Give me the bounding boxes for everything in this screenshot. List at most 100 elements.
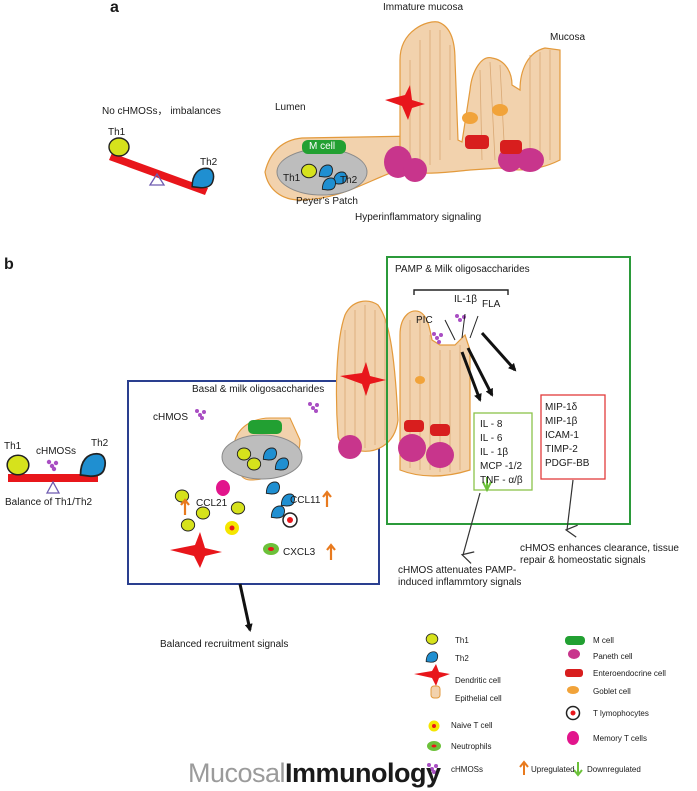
basal-box-title: Basal & milk oligosaccharides [192,384,325,395]
legend-t-lymph-label: T lymophocytes [593,709,649,718]
th2-label: Th2 [200,157,218,168]
pamp-box [386,256,631,525]
outcome-arrows [460,479,578,564]
th2-cell-icon [191,167,215,189]
patch-th1-icon [246,457,262,471]
th1-cell-icon [230,501,246,515]
th2-cell-icon [265,481,280,495]
down-item-3: MCP -1/2 [480,461,523,472]
legend-memory-icon [567,731,579,745]
enteroendocrine-cells-a [465,135,522,154]
paneth-cell [426,442,454,468]
il1b-top-label: IL-1β [454,294,477,305]
legend-enteroendocrine-icon [565,669,583,677]
legend-paneth-label: Paneth cell [593,652,633,661]
mucosa-label: Mucosa [550,32,586,43]
m-cell-shape [302,140,346,154]
journal-logo: MucosalImmunology [188,758,441,789]
intestine-a [264,21,561,201]
legend-up-icon [519,760,529,775]
legend-epithelial-icon [430,685,441,699]
basal-box [127,380,380,585]
legend-chmoss-label: cHMOSs [451,765,483,774]
seesaw-balanced [6,452,107,494]
legend-paneth-icon [568,649,580,659]
pic-label: PIC [416,315,433,326]
legend-dendritic-label: Dendritic cell [455,676,501,685]
down-item-2: IL - 1β [480,447,509,458]
th1-cell-icon [180,518,196,532]
fla-label: FLA [482,299,501,310]
legend-epithelial-label: Epithelial cell [455,694,502,703]
paneth-cell [338,435,362,459]
memory-t-cell-icon [216,480,230,496]
attenuates-line-1: cHMOS attenuates PAMP- [398,565,517,576]
chmos-label: cHMOS [153,412,188,423]
legend-neutrophils-label: Neutrophils [451,742,492,751]
down-item-0: IL - 8 [480,419,503,430]
legend-goblet-icon [567,686,579,694]
legend-m-cell-label: M cell [593,636,614,645]
up-item-1: MIP-1β [545,416,578,427]
down-arrow-icon [482,477,492,493]
legend-chmoss-icon [427,763,438,774]
upregulated-box [540,394,606,480]
ligand-bracket [413,289,509,295]
patch-th1-icon [236,447,252,461]
pamp-box-title: PAMP & Milk oligosaccharides [395,264,530,275]
enteroendocrine-cell [430,424,450,436]
hyperinflammatory-label: Hyperinflammatory signaling [355,212,482,223]
pamp-box-content [398,289,517,477]
lumen-label: Lumen [275,102,306,113]
panel-a-letter: a [110,0,119,16]
balanced-label: Balanced recruitment signals [160,639,289,650]
m-cell-shape [248,420,282,434]
intestine-b [335,300,399,459]
legend-dendritic-icon [414,664,450,686]
up-item-4: PDGF-BB [545,458,590,469]
legend-down-icon [573,762,583,777]
legend-m-cell-icon [565,636,585,645]
peyers-patch-dome-b [221,434,303,480]
imbalance-title: No cHMOSs， imbalances [102,106,221,117]
patch-th2-label: Th2 [340,175,358,186]
goblet-cell-a [462,112,478,124]
th1-label-b: Th1 [4,441,22,452]
chmoss-molecule-icon [46,459,59,472]
th1-cell-icon [174,489,190,503]
th1-label: Th1 [108,127,126,138]
balance-label: Balance of Th1/Th2 [5,497,93,508]
legend-down-label: Downregulated [587,765,641,774]
up-item-3: TIMP-2 [545,444,578,455]
basal-box-content [170,402,319,568]
paneth-cell [398,434,426,462]
chmoss-label-b: cHMOSs [36,446,76,457]
immature-mucosa-label: Immature mucosa [383,2,464,13]
legend-goblet-label: Goblet cell [593,687,631,696]
dendritic-cell-b2 [340,362,386,396]
panel-b [6,256,631,632]
enhances-line-2: repair & homeostatic signals [520,555,646,566]
cxcl3-label: CXCL3 [283,547,316,558]
legend-th2-label: Th2 [455,654,469,663]
up-item-2: ICAM-1 [545,430,579,441]
peyers-patch-label: Peyer’s Patch [296,196,358,207]
th2-cell-icon [270,505,285,519]
patch-th1-icon [300,163,318,179]
down-item-1: IL - 6 [480,433,503,444]
legend-enteroendocrine-label: Enteroendocrine cell [593,669,666,678]
legend-memory-label: Memory T cells [593,734,647,743]
legend-icons [414,633,585,777]
down-item-4: TNF - α/β [480,475,523,486]
epithelium-pamp [399,310,471,477]
patch-th1-label: Th1 [283,173,301,184]
signal-arrows [460,332,517,402]
ccl11-label: CCL11 [290,495,321,506]
legend-th2-icon [425,651,439,663]
legend-th1-icon [425,633,439,645]
th2-label-b: Th2 [91,438,109,449]
attenuates-line-2: induced inflammtory signals [398,577,522,588]
journal-logo-part2: Immunology [285,758,441,788]
enhances-line-1: cHMOS enhances clearance, tissue [520,543,679,554]
